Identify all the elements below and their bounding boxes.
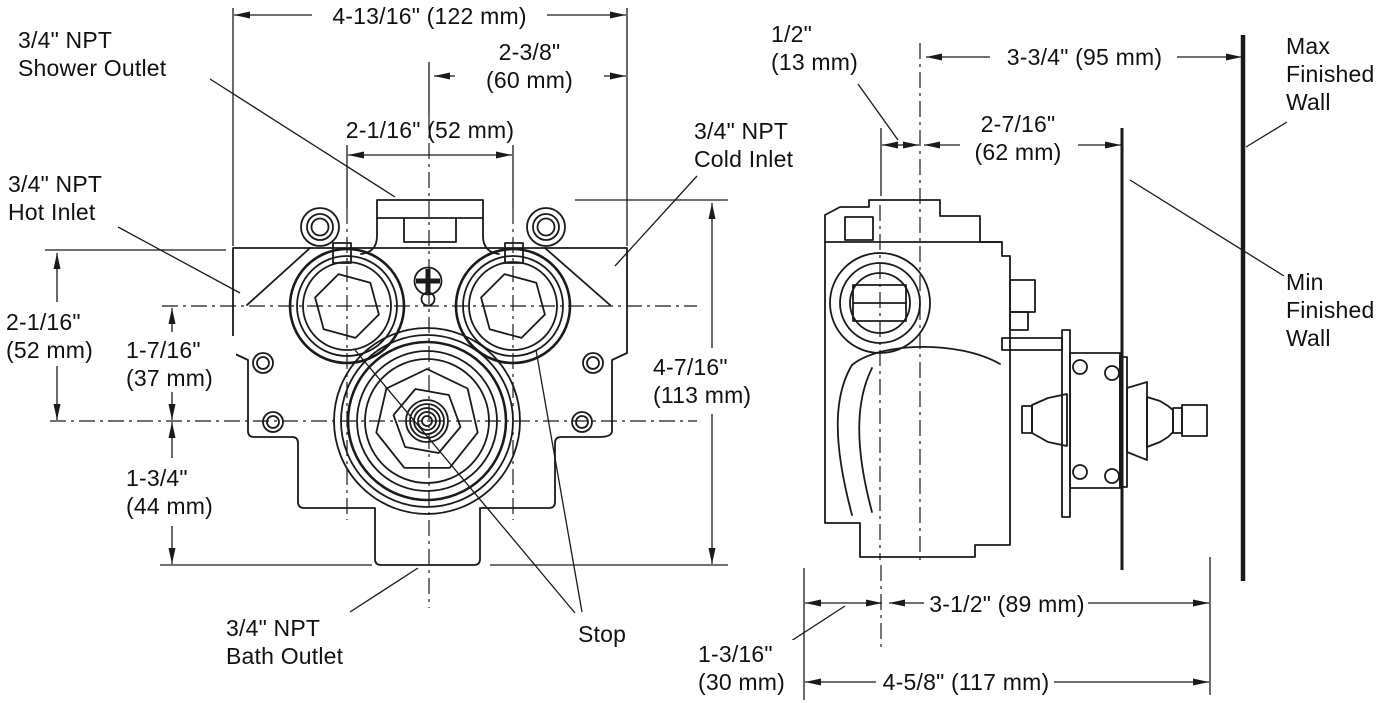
side-view [824,35,1246,581]
front-body-outline [232,247,628,566]
center-lines [50,43,921,650]
dim-inlet-to-centerline: 1-7/16" (37 mm) [126,336,236,392]
label-hot-inlet: 3/4" NPT Hot Inlet [8,170,158,226]
label-max-finished-wall: Max Finished Wall [1286,32,1394,116]
mounting-lug-right [526,207,566,247]
dim-overall-depth: 4-5/8" (117 mm) [880,668,1052,696]
side-body-outline [824,199,1011,558]
valve-stem [1126,381,1208,461]
cone-fitting [1021,393,1068,447]
mounting-lug-left [300,207,340,247]
dimension-arrowheads [53,11,1242,686]
dimension-lines [45,8,1242,700]
center-screw [413,266,443,307]
cartridge-assembly [1061,329,1128,518]
dim-body-to-min-wall: 3-1/2" (89 mm) [928,590,1086,618]
screw-holes [252,352,604,433]
dim-back-to-centerline: 1-3/16" (30 mm) [698,640,802,696]
label-stop: Stop [578,620,648,648]
label-min-finished-wall: Min Finished Wall [1286,268,1394,352]
dim-centerline-to-max-wall: 3-3/4" (95 mm) [992,43,1177,71]
label-bath-outlet: 3/4" NPT Bath Outlet [226,614,386,670]
dim-centerline-offset: 1/2" (13 mm) [771,20,876,76]
dim-overall-height: 4-7/16" (113 mm) [653,353,778,409]
dim-top-to-centerline: 2-1/16" (52 mm) [6,308,116,364]
dim-centerline-to-min-wall: 2-7/16" (62 mm) [962,110,1074,166]
dim-inlet-spacing: 2-1/16" (52 mm) [345,117,515,143]
label-cold-inlet: 3/4" NPT Cold Inlet [694,117,854,173]
label-shower-outlet: 3/4" NPT Shower Outlet [18,26,208,82]
dim-center-to-edge: 2-3/8" (60 mm) [457,38,602,94]
front-view [232,199,628,566]
dim-centerline-to-bottom: 1-3/4" (44 mm) [126,464,236,520]
shower-outlet-boss [360,199,500,255]
leader-lines [117,78,1288,644]
dim-overall-width: 4-13/16" (122 mm) [312,2,547,30]
